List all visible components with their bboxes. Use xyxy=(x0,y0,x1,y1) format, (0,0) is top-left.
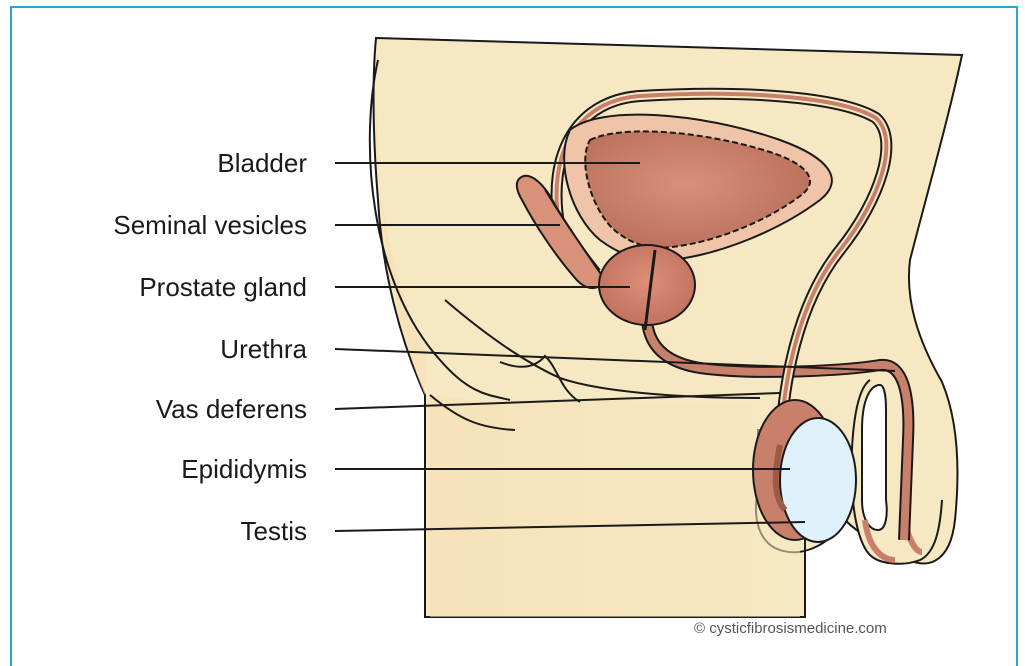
label-bladder: Bladder xyxy=(217,148,307,178)
label-testis: Testis xyxy=(241,516,307,546)
label-seminal-vesicles: Seminal vesicles xyxy=(113,210,307,240)
label-prostate-gland: Prostate gland xyxy=(139,272,307,302)
label-vas-deferens: Vas deferens xyxy=(156,394,307,424)
copyright-credit: © cysticfibrosismedicine.com xyxy=(694,620,887,637)
label-epididymis: Epididymis xyxy=(181,454,307,484)
label-urethra: Urethra xyxy=(220,334,307,364)
